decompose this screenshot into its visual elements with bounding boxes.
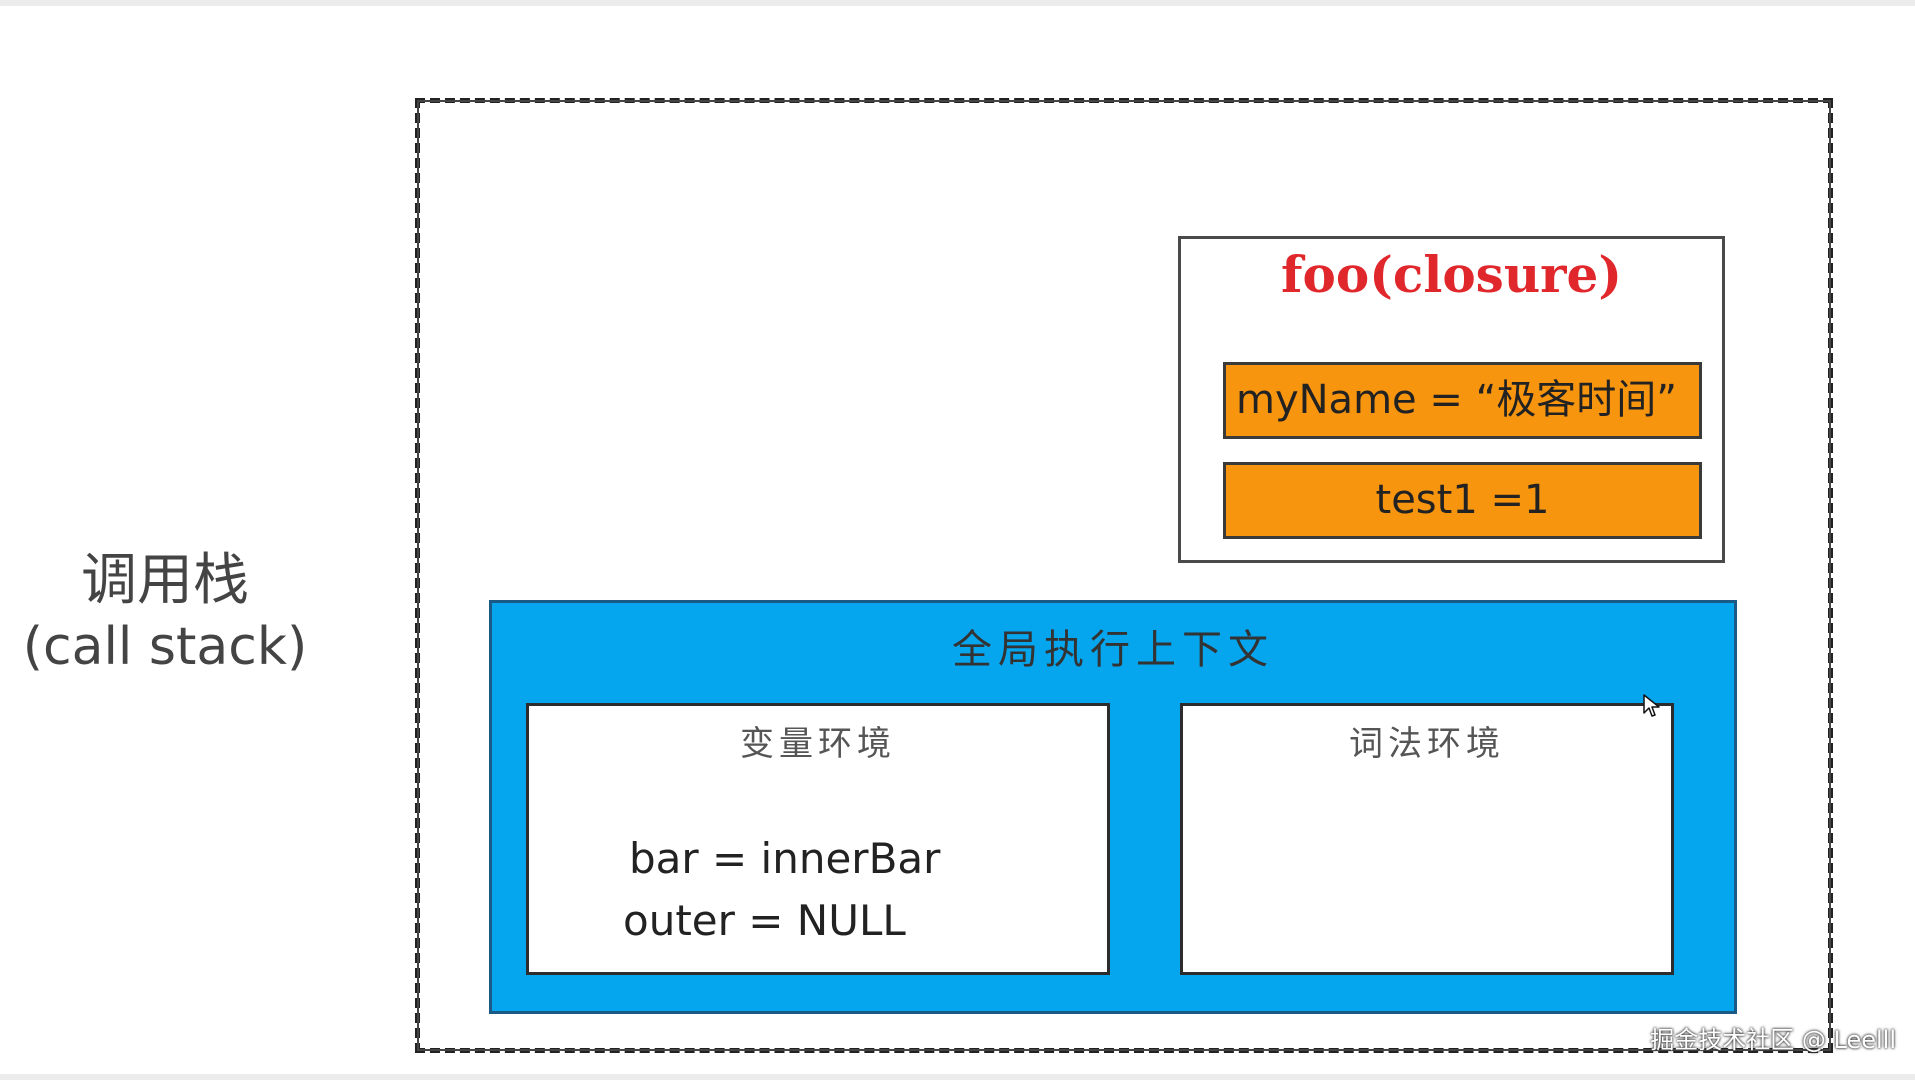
closure-box: foo(closure) myName = “极客时间” test1 =1 (1178, 236, 1725, 563)
closure-variable-myname: myName = “极客时间” (1223, 362, 1702, 439)
mouse-pointer-icon (1643, 694, 1660, 717)
watermark: 掘金技术社区 @ Leelll (1650, 1026, 1896, 1054)
closure-title: foo(closure) (1281, 245, 1622, 304)
global-execution-context: 全局执行上下文 变量环境 bar = innerBar outer = NULL… (489, 600, 1737, 1014)
call-stack-frame (415, 98, 1833, 1053)
lexical-environment-title: 词法环境 (1349, 724, 1505, 764)
variable-bar: bar = innerBar (629, 834, 941, 883)
variable-environment-title: 变量环境 (740, 724, 896, 764)
call-stack-label-chinese: 调用栈 (81, 548, 249, 613)
closure-variable-test1: test1 =1 (1223, 462, 1702, 539)
top-border-strip (0, 0, 1915, 6)
variable-environment-box: 变量环境 bar = innerBar outer = NULL (526, 703, 1110, 975)
call-stack-label-english: (call stack) (22, 617, 308, 677)
lexical-environment-box: 词法环境 (1180, 703, 1674, 975)
global-context-title: 全局执行上下文 (952, 627, 1274, 673)
variable-outer: outer = NULL (623, 896, 906, 945)
bottom-border-strip (0, 1074, 1915, 1080)
